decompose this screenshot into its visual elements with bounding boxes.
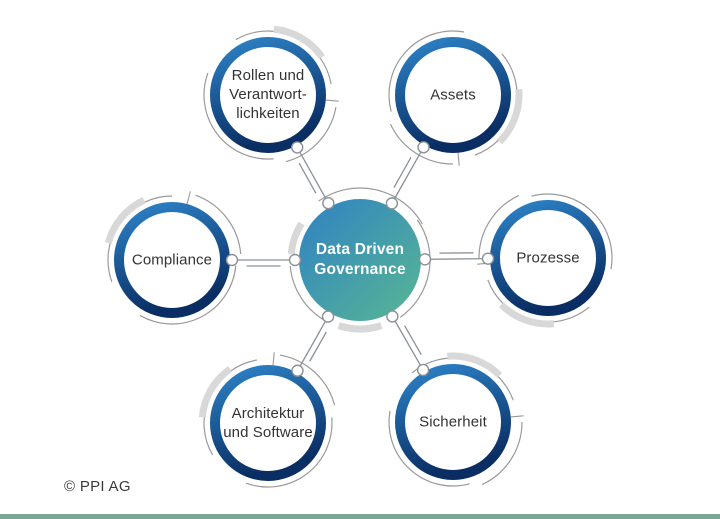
connector-lines-layer	[232, 146, 489, 372]
decorative-arcs-layer	[104, 25, 613, 488]
node-label-rollen-und-verantwortlichkeiten: Rollen und Verantwort- lichkeiten	[229, 67, 307, 123]
footer-accent-bar	[0, 514, 720, 519]
node-label-assets: Assets	[430, 86, 476, 104]
center-node-label: Data Driven Governance	[314, 240, 406, 278]
node-label-sicherheit: Sicherheit	[419, 413, 487, 431]
node-label-architektur-und-software: Architektur und Software	[223, 404, 313, 441]
connector-terminals-layer	[225, 141, 495, 377]
node-circles-layer	[114, 37, 606, 481]
node-label-prozesse: Prozesse	[516, 249, 580, 267]
copyright-notice: © PPI AG	[64, 478, 131, 495]
node-label-compliance: Compliance	[131, 251, 213, 269]
